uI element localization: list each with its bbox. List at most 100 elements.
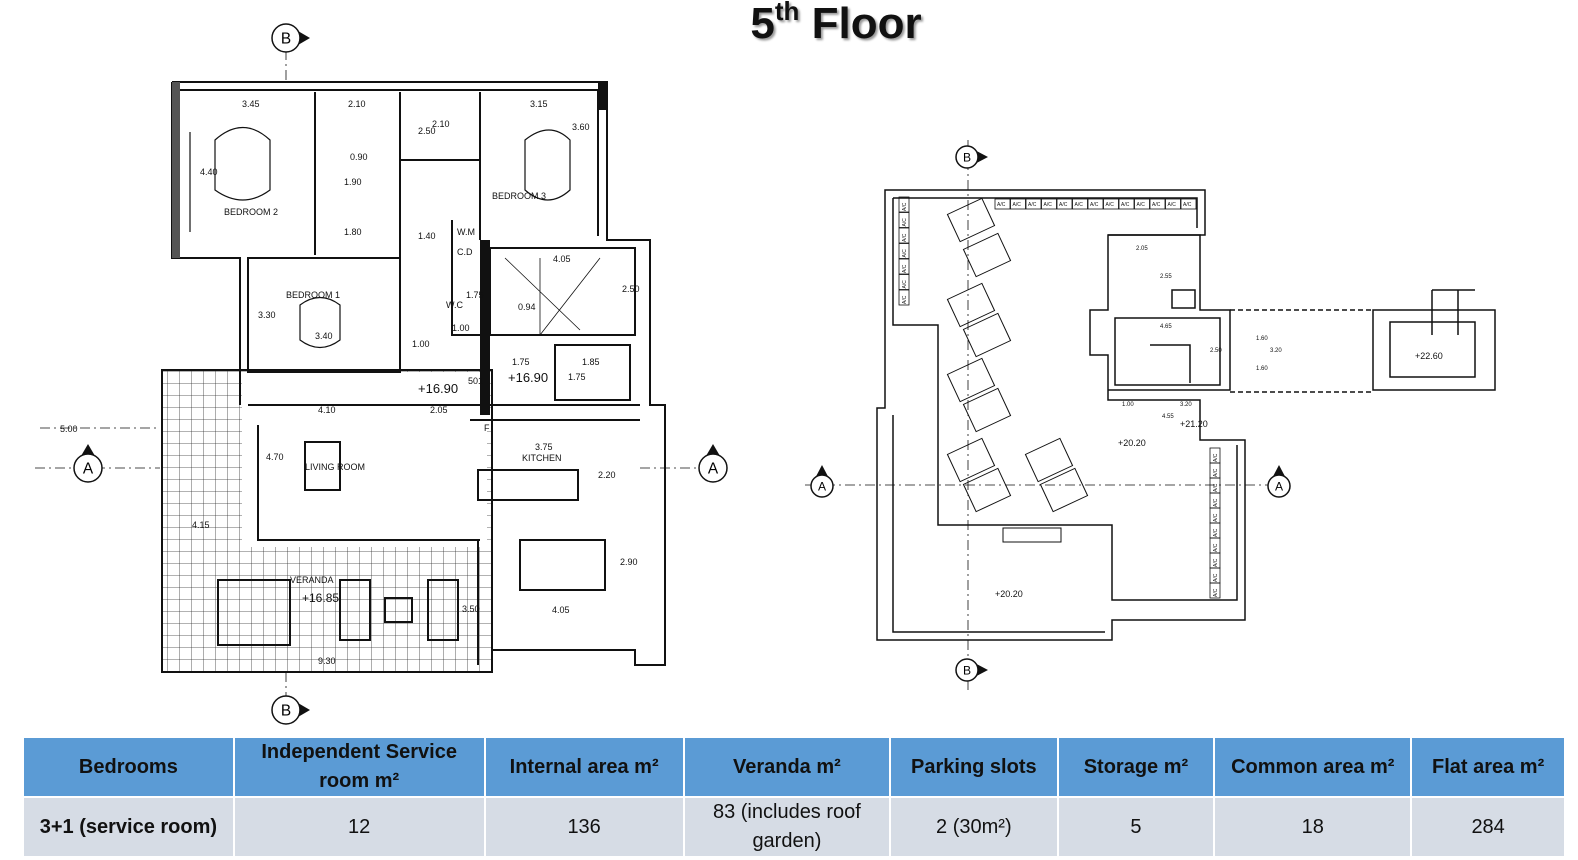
svg-text:3.20: 3.20 xyxy=(1180,402,1192,408)
svg-text:B: B xyxy=(281,31,291,48)
svg-text:2.55: 2.55 xyxy=(1160,274,1172,280)
section-marker: A xyxy=(1267,465,1291,498)
section-marker: B xyxy=(955,145,988,169)
svg-text:A/C: A/C xyxy=(1044,202,1053,208)
ac-unit: A/C xyxy=(1025,198,1042,210)
svg-text:A/C: A/C xyxy=(1090,202,1099,208)
ac-unit: A/C xyxy=(1010,198,1026,210)
ac-unit: A/C xyxy=(898,227,910,244)
floor-plans: BEDROOM 2 BEDROOM 3 BEDROOM 1 W.C LIVING… xyxy=(35,23,1496,725)
ac-unit: A/C xyxy=(1209,522,1221,539)
ac-unit: A/C xyxy=(1056,198,1073,210)
section-marker: B xyxy=(271,23,310,53)
ac-unit: A/C xyxy=(1209,477,1221,494)
svg-text:2.50: 2.50 xyxy=(622,284,640,294)
section-marker: B xyxy=(271,695,310,725)
ac-unit: A/C xyxy=(1209,582,1221,599)
room-label: LIVING ROOM xyxy=(305,462,365,472)
svg-text:+22.60: +22.60 xyxy=(1415,351,1443,361)
svg-text:A: A xyxy=(1275,479,1284,493)
ac-unit: A/C xyxy=(1087,198,1104,210)
ac-unit: A/C xyxy=(1209,462,1221,479)
svg-text:A/C: A/C xyxy=(902,295,908,304)
svg-text:A/C: A/C xyxy=(902,249,908,258)
table-cell: 12 xyxy=(232,796,486,858)
page-title: 5th Floor xyxy=(750,0,922,48)
svg-text:+20.20: +20.20 xyxy=(1118,438,1146,448)
ac-unit: A/C xyxy=(1209,507,1221,524)
ac-unit: A/C xyxy=(1149,198,1166,210)
svg-text:B: B xyxy=(963,150,971,164)
column-header: Parking slots xyxy=(889,736,1059,798)
ac-unit: A/C xyxy=(1041,198,1057,210)
room-label: KITCHEN xyxy=(522,453,562,463)
svg-text:9.30: 9.30 xyxy=(318,656,336,666)
svg-text:3.75: 3.75 xyxy=(535,442,553,452)
svg-text:4.05: 4.05 xyxy=(553,254,571,264)
room-label: VERANDA xyxy=(290,575,334,585)
room-label: BEDROOM 1 xyxy=(286,290,340,300)
svg-text:1.75: 1.75 xyxy=(512,357,530,367)
svg-text:1.75: 1.75 xyxy=(466,290,484,300)
svg-text:A: A xyxy=(708,461,719,478)
svg-text:A/C: A/C xyxy=(1213,558,1219,567)
table-cell: 2 (30m²) xyxy=(889,796,1059,858)
ac-unit: A/C xyxy=(898,212,910,228)
ac-unit: A/C xyxy=(898,196,910,213)
table-cell: 3+1 (service room) xyxy=(22,796,235,858)
ac-unit: A/C xyxy=(994,198,1011,210)
column-header: Flat area m² xyxy=(1410,736,1566,798)
svg-text:+16.90: +16.90 xyxy=(508,370,548,385)
svg-text:A/C: A/C xyxy=(1075,202,1084,208)
svg-text:C.D: C.D xyxy=(457,247,473,257)
table-cell: 284 xyxy=(1410,796,1566,858)
ac-unit: A/C xyxy=(1103,198,1119,210)
section-marker: B xyxy=(955,658,988,682)
svg-text:A/C: A/C xyxy=(1152,202,1161,208)
room-label: BEDROOM 3 xyxy=(492,191,546,201)
svg-text:A/C: A/C xyxy=(902,202,908,211)
ac-unit: A/C xyxy=(1209,567,1221,584)
right-floor-plan xyxy=(805,140,1496,690)
svg-text:A/C: A/C xyxy=(1121,202,1130,208)
svg-text:A/C: A/C xyxy=(902,264,908,273)
svg-text:3.45: 3.45 xyxy=(242,99,260,109)
svg-text:B: B xyxy=(963,663,971,677)
svg-text:3.50: 3.50 xyxy=(462,604,480,614)
svg-text:3.15: 3.15 xyxy=(530,99,548,109)
svg-text:3.20: 3.20 xyxy=(1270,348,1282,354)
svg-text:1.80: 1.80 xyxy=(344,227,362,237)
svg-text:4.65: 4.65 xyxy=(1160,324,1172,330)
column-header: Common area m² xyxy=(1213,736,1413,798)
svg-text:2.50: 2.50 xyxy=(418,126,436,136)
svg-text:1.00: 1.00 xyxy=(412,339,430,349)
ac-unit: A/C xyxy=(898,274,910,290)
svg-text:B: B xyxy=(281,703,291,720)
svg-text:4.55: 4.55 xyxy=(1162,414,1174,420)
svg-text:4.10: 4.10 xyxy=(318,405,336,415)
left-floor-plan xyxy=(35,50,700,700)
table-cell: 83 (includes roof garden) xyxy=(682,796,892,858)
section-markers: B B A A B B A A xyxy=(73,23,1291,725)
svg-text:A/C: A/C xyxy=(1059,202,1068,208)
svg-text:2.50: 2.50 xyxy=(1210,348,1222,354)
svg-text:2.05: 2.05 xyxy=(430,405,448,415)
svg-text:A: A xyxy=(818,479,827,493)
table-cell: 136 xyxy=(483,796,685,858)
ac-unit: A/C xyxy=(1165,198,1181,210)
table-cell: 18 xyxy=(1213,796,1413,858)
svg-text:0.94: 0.94 xyxy=(518,302,536,312)
column-header: Independent Service room m² xyxy=(232,736,486,798)
svg-text:A: A xyxy=(83,461,94,478)
svg-text:0.90: 0.90 xyxy=(350,152,368,162)
svg-text:A/C: A/C xyxy=(1213,453,1219,462)
svg-text:A/C: A/C xyxy=(1168,202,1177,208)
svg-text:5.00: 5.00 xyxy=(60,424,78,434)
svg-text:1.60: 1.60 xyxy=(1256,366,1268,372)
column-header: Storage m² xyxy=(1056,736,1216,798)
svg-text:1.00: 1.00 xyxy=(452,323,470,333)
column-header: Bedrooms xyxy=(22,736,235,798)
svg-text:1.60: 1.60 xyxy=(1256,336,1268,342)
